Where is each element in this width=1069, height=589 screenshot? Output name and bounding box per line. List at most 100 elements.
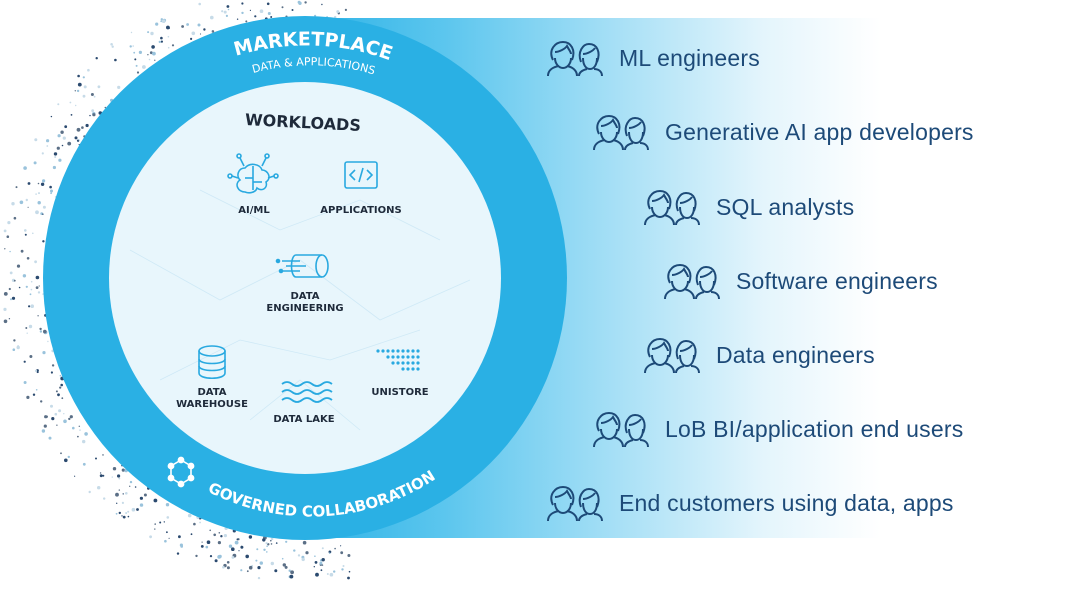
decor-dot — [8, 287, 11, 291]
decor-dot — [159, 521, 162, 524]
decor-dot — [127, 510, 130, 513]
decor-dot — [274, 569, 278, 573]
unistore-dot — [416, 361, 420, 365]
decor-dot — [314, 561, 318, 564]
decor-dot — [149, 535, 153, 539]
decor-dot — [74, 475, 76, 477]
decor-dot — [90, 93, 94, 96]
decor-dot — [34, 138, 38, 142]
decor-dot — [201, 541, 203, 543]
decor-dot — [211, 30, 215, 33]
persona-genai-developers: Generative AI app developers — [591, 112, 974, 152]
decor-dot — [57, 134, 61, 138]
decor-dot — [255, 559, 258, 562]
decor-dot — [160, 36, 163, 40]
decor-dot — [24, 229, 27, 232]
decor-dot — [223, 10, 227, 14]
decor-dot — [164, 539, 167, 543]
decor-dot — [32, 393, 36, 396]
decor-dot — [75, 104, 77, 107]
decor-dot — [30, 288, 33, 291]
decor-dot — [13, 216, 17, 220]
decor-dot — [238, 550, 240, 552]
decor-dot — [112, 467, 117, 471]
decor-dot — [220, 535, 223, 538]
decor-dot — [24, 233, 27, 236]
unistore-dot — [411, 355, 415, 359]
decor-dot — [83, 85, 87, 89]
decor-dot — [320, 569, 323, 572]
data-warehouse-label-line1: DATA — [197, 387, 226, 398]
people-icon — [644, 189, 700, 226]
unistore-dot — [396, 355, 400, 359]
persona-label: Software engineers — [736, 267, 938, 294]
unistore-dot — [406, 349, 410, 353]
decor-dot — [256, 548, 259, 551]
persona-ml-engineers: ML engineers — [545, 38, 760, 78]
decor-dot — [241, 11, 244, 15]
decor-dot — [163, 521, 165, 523]
decor-dot — [49, 185, 52, 189]
decor-dot — [48, 436, 52, 440]
decor-dot — [68, 417, 71, 421]
code-window-icon — [344, 161, 378, 189]
decor-dot — [77, 435, 79, 438]
decor-dot — [267, 543, 270, 546]
decor-dot — [60, 383, 63, 387]
decor-dot — [69, 101, 72, 104]
decor-dot — [42, 179, 46, 183]
decor-dot — [166, 531, 168, 534]
decor-dot — [52, 165, 57, 170]
decor-dot — [9, 271, 13, 275]
decor-dot — [26, 257, 30, 260]
decor-dot — [135, 64, 138, 67]
decor-dot — [199, 33, 202, 35]
decor-dot — [111, 45, 114, 48]
decor-dot — [206, 540, 211, 544]
decor-dot — [209, 529, 211, 532]
decor-dot — [139, 496, 143, 500]
decor-dot — [41, 429, 46, 433]
people-icon — [547, 40, 603, 77]
decor-dot — [13, 279, 16, 282]
unistore-dot — [391, 355, 395, 359]
decor-dot — [19, 200, 24, 205]
people-icon — [644, 337, 700, 374]
decor-dot — [125, 492, 128, 495]
decor-dot — [168, 27, 170, 29]
decor-dot — [13, 339, 16, 342]
decor-dot — [82, 439, 86, 444]
persona-label: End customers using data, apps — [619, 489, 954, 516]
decor-dot — [102, 454, 104, 456]
waves-icon — [281, 381, 333, 403]
decor-dot — [245, 20, 248, 23]
persona-sql-analysts: SQL analysts — [642, 187, 854, 227]
decor-dot — [275, 542, 278, 544]
decor-dot — [23, 360, 26, 363]
decor-dot — [89, 114, 91, 117]
decor-dot — [3, 229, 7, 233]
decor-dot — [35, 286, 39, 289]
decor-dot — [121, 501, 124, 504]
unistore-dot — [401, 355, 405, 359]
decor-dot — [38, 192, 40, 195]
decor-dot — [37, 315, 39, 317]
unistore-dot — [406, 361, 410, 365]
decor-dot — [85, 123, 89, 128]
decor-dot — [181, 25, 185, 28]
unistore-dot — [411, 361, 415, 365]
decor-dot — [38, 285, 40, 287]
people-icon — [593, 411, 649, 448]
decor-dot — [97, 85, 101, 89]
decor-dot — [51, 364, 55, 367]
decor-dot — [11, 296, 16, 300]
aiml-label: AI/ML — [238, 205, 270, 216]
decor-dot — [57, 393, 60, 397]
decor-dot — [236, 538, 239, 541]
people-icon — [664, 263, 720, 300]
decor-dot — [231, 556, 235, 559]
decor-dot — [263, 548, 266, 551]
decor-dot — [118, 511, 122, 515]
decor-dot — [305, 551, 309, 555]
decor-dot — [57, 103, 60, 106]
